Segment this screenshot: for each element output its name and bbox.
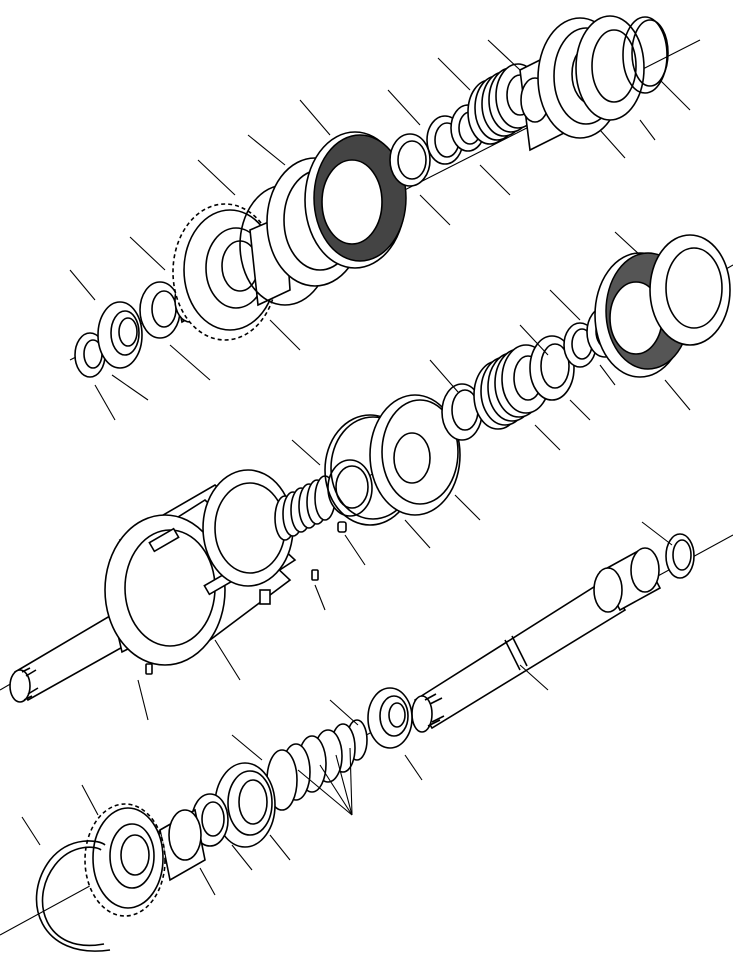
return-spring-pack <box>473 344 551 430</box>
lower-assembly <box>0 521 733 952</box>
middle-assembly <box>0 231 733 721</box>
lower-snap-ring <box>35 840 111 952</box>
piston <box>369 394 461 516</box>
output-bearing <box>367 687 413 749</box>
thin-washer-a <box>389 133 431 187</box>
lower-callout-leaders <box>21 521 673 896</box>
clutch-drum <box>104 469 297 666</box>
shaft-end-ring <box>665 533 695 579</box>
seal-rings <box>266 719 368 811</box>
middle-callout-leaders <box>137 231 691 721</box>
thrust-washer <box>139 281 181 339</box>
piston-drum <box>519 15 645 152</box>
output-gear <box>84 803 206 917</box>
bearing <box>97 301 143 369</box>
friction-disc-pack <box>304 131 407 269</box>
spring-retainer <box>529 335 575 401</box>
small-plug <box>145 521 347 675</box>
middle-clutch-pack <box>594 234 731 378</box>
end-snap-ring <box>622 16 669 94</box>
piston-washer <box>441 383 483 441</box>
seal-ring-arrows <box>297 747 353 816</box>
upper-callout-leaders <box>69 39 691 421</box>
upper-assembly <box>69 15 701 421</box>
output-shaft <box>411 547 662 733</box>
